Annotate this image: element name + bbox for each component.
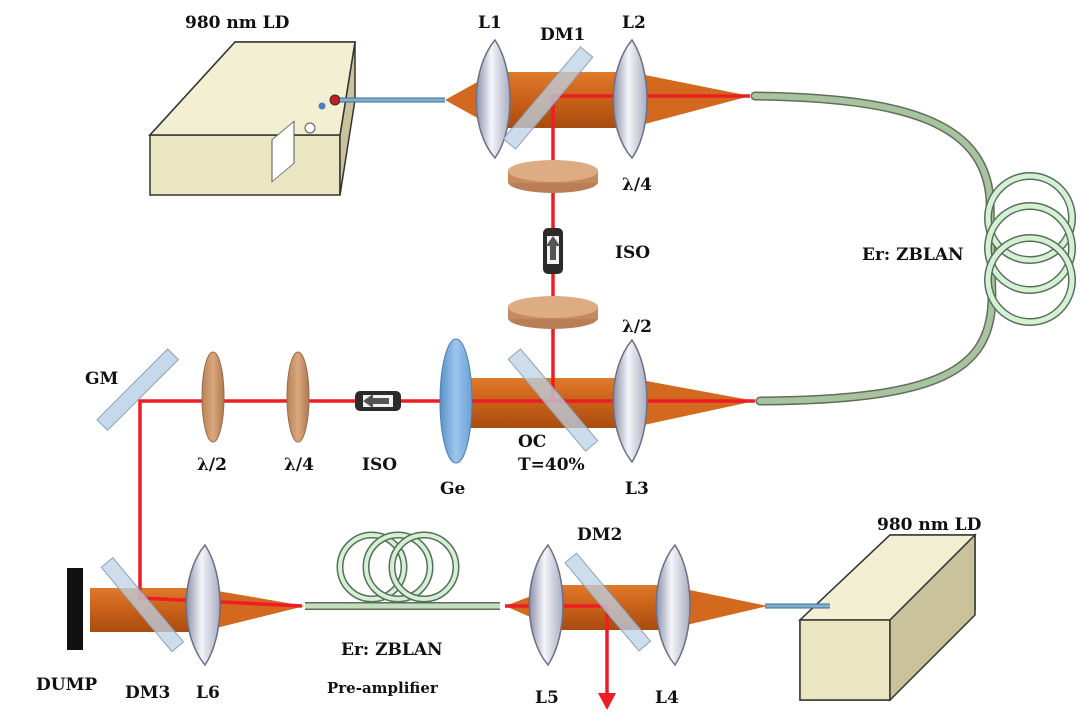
lens-l3: [612, 338, 648, 464]
label-hwp-left: λ/2: [197, 455, 227, 475]
label-qwp-top: λ/4: [622, 175, 652, 195]
label-dm2: DM2: [577, 525, 622, 545]
label-dm3: DM3: [125, 683, 170, 703]
waveplate-qwp-left: [286, 351, 310, 443]
waveplate-hwp-left: [201, 351, 225, 443]
output-arrow: [598, 693, 616, 710]
dichroic-dm2: [564, 552, 652, 652]
isolator-horizontal: [355, 391, 401, 411]
mirror-gm: [96, 348, 180, 432]
label-iso-vertical: ISO: [615, 243, 650, 263]
isolator-vertical: [543, 228, 563, 274]
label-qwp-left: λ/4: [284, 455, 314, 475]
label-gm: GM: [85, 369, 119, 389]
fiber-coil-main: [984, 172, 1076, 326]
dichroic-dm3: [100, 557, 185, 653]
waveplate-hwp-top: [508, 296, 598, 329]
label-ge: Ge: [440, 479, 466, 499]
label-oc: OC: [518, 432, 546, 452]
label-l3: L3: [625, 479, 649, 499]
label-l2: L2: [622, 13, 646, 33]
lens-l1: [475, 38, 511, 160]
fiber-preamp: [305, 531, 500, 610]
pump-beam-middle: [470, 378, 755, 428]
laser-diode-top: [148, 40, 356, 197]
waveplate-qwp-top: [508, 160, 598, 193]
label-oc-transmission: T=40%: [518, 455, 585, 475]
label-l6: L6: [196, 683, 220, 703]
lens-l6: [185, 543, 221, 667]
lens-l5: [528, 543, 564, 667]
lens-l2: [612, 38, 648, 160]
label-l4: L4: [655, 688, 679, 708]
label-ld-bottom: 980 nm LD: [877, 515, 982, 535]
ge-window: [439, 338, 473, 464]
label-dm1: DM1: [540, 25, 585, 45]
dichroic-dm1: [502, 46, 594, 150]
label-er-zblan-pre: Er: ZBLAN: [341, 640, 443, 660]
dichroic-oc: [507, 348, 599, 452]
beam-dump: [67, 568, 83, 650]
label-ld-top: 980 nm LD: [185, 13, 290, 33]
lens-l4: [655, 543, 691, 667]
label-pre-amplifier: Pre-amplifier: [327, 679, 439, 697]
label-iso-left: ISO: [362, 455, 397, 475]
label-dump: DUMP: [36, 675, 97, 695]
laser-diode-bottom: [798, 533, 977, 702]
label-l5: L5: [535, 688, 559, 708]
label-hwp-top: λ/2: [622, 317, 652, 337]
label-l1: L1: [478, 13, 502, 33]
label-er-zblan-main: Er: ZBLAN: [862, 245, 964, 265]
